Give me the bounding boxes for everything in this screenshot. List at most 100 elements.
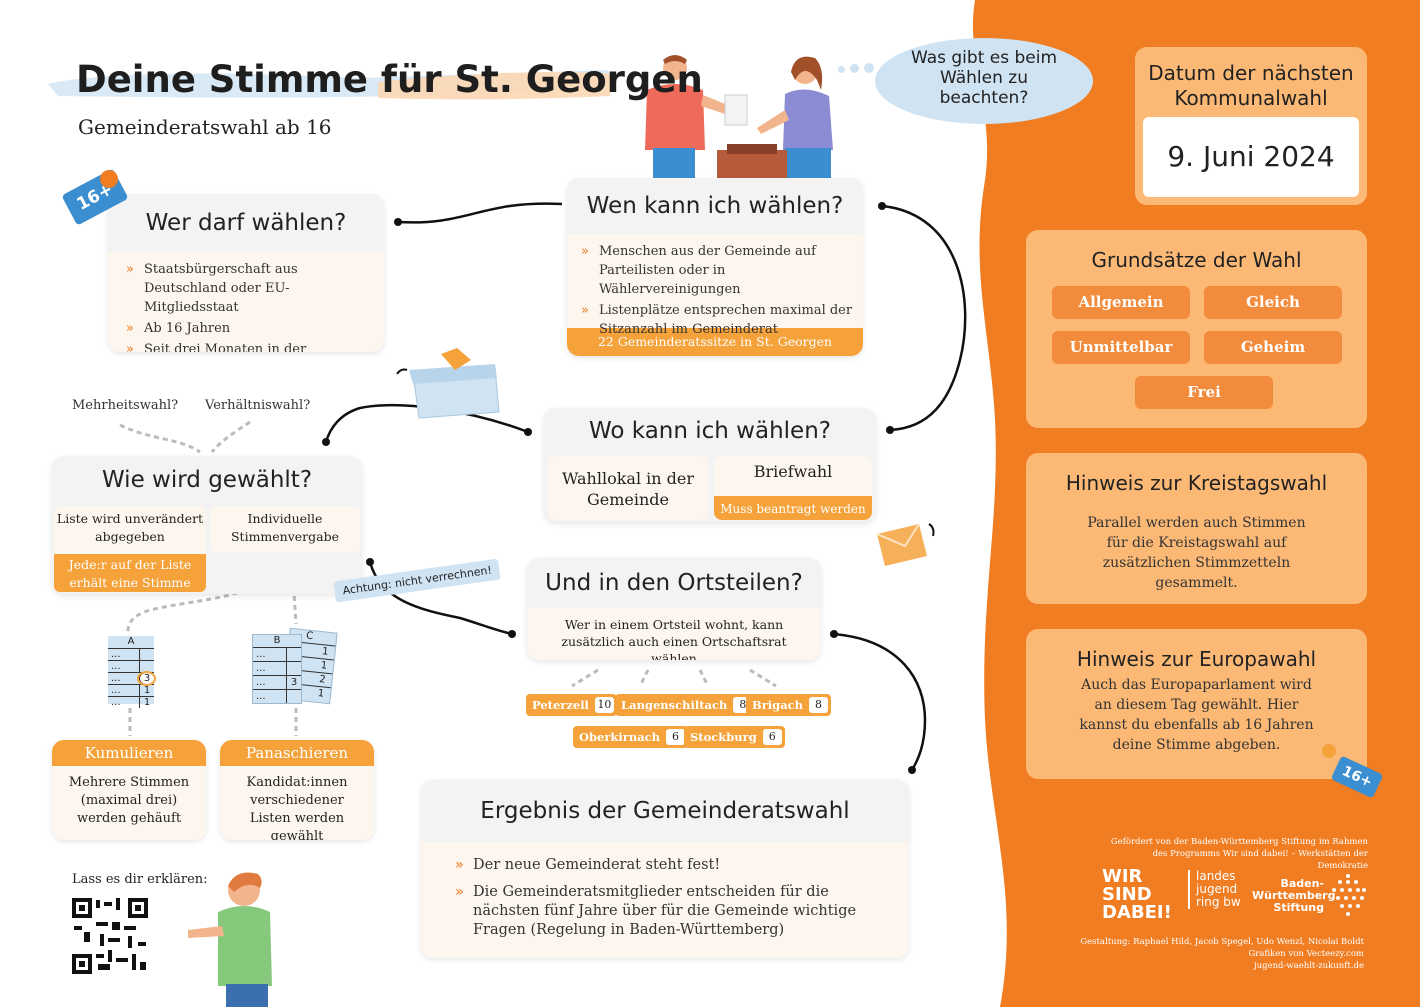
list-item: Menschen aus der Gemeinde auf Parteilist… <box>581 242 853 299</box>
district-tag-oberkirnach: Oberkirnach 6 <box>573 726 689 748</box>
presenter-illustration-icon <box>188 872 272 1007</box>
card-wen-kann-ich-waehlen: Wen kann ich wählen? Menschen aus der Ge… <box>567 178 863 356</box>
logo-text: ring bw <box>1196 895 1241 909</box>
logo-text: Württemberg <box>1252 889 1336 902</box>
ballot-vote <box>286 690 301 703</box>
principle-geheim: Geheim <box>1204 331 1342 364</box>
ballot-row: ... <box>256 691 266 702</box>
principle-frei: Frei <box>1135 376 1273 409</box>
card-panaschieren: Panaschieren Kandidat:innen verschiedene… <box>220 740 374 840</box>
page-title: Deine Stimme für St. Georgen <box>76 58 703 101</box>
ballot-row: ... <box>111 661 121 672</box>
qr-label: Lass es dir erklären: <box>72 872 208 887</box>
thought-dot <box>850 64 859 73</box>
option-liste-unveraendert: Liste wird unverändert abgegeben Jede:r … <box>54 506 206 592</box>
district-name: Oberkirnach <box>579 730 661 744</box>
ballot-vote-highlight: 3 <box>139 673 154 684</box>
ballot-row: ... <box>111 649 121 660</box>
card-title: Ergebnis der Gemeinderatswahl <box>421 780 909 842</box>
district-seats: 10 <box>594 697 614 713</box>
logo-bw-stiftung: Baden- Württemberg Stiftung <box>1252 877 1336 914</box>
europa-text: Auch das Europaparlament wird an diesem … <box>1079 677 1314 753</box>
list-item: Seit drei Monaten in der Gemeinde <box>126 340 370 352</box>
ballot-row: ... <box>111 673 121 684</box>
ballot-row: ... <box>256 677 266 688</box>
page-title-part1: Deine Stimme für <box>76 58 455 101</box>
list-item: Listenplätze entsprechen maximal der Sit… <box>581 301 853 339</box>
thought-dot <box>838 66 845 73</box>
ballot-row: ... <box>256 663 266 674</box>
card-title: Panaschieren <box>220 740 374 766</box>
ballot-row: ... <box>256 649 266 660</box>
district-name: Peterzell <box>532 698 589 712</box>
list-item: Staatsbürgerschaft aus Deutschland oder … <box>126 260 370 317</box>
kreistag-title: Hinweis zur Kreistagswahl <box>1065 471 1328 495</box>
date-title: Datum der nächsten Kommunalwahl <box>1148 61 1354 110</box>
ballot-a-icon: A ... ... ...3 ...1 ...1 <box>108 636 154 708</box>
card-text: Wer in einem Ortsteil wohnt, kann zusätz… <box>561 617 787 660</box>
page-subtitle: Gemeinderatswahl ab 16 <box>78 115 332 139</box>
card-kumulieren: Kumulieren Mehrere Stimmen (maximal drei… <box>52 740 206 840</box>
question-mehrheitswahl: Mehrheitswahl? <box>72 398 179 413</box>
district-tag-peterzell: Peterzell 10 <box>526 694 617 716</box>
logo-text: landes <box>1196 869 1236 883</box>
ballot-vote: 1 <box>139 697 154 708</box>
voters-illustration-icon <box>645 55 833 180</box>
district-name: Langenschiltach <box>621 698 728 712</box>
credits-line: Gestaltung: Raphael Hild, Jacob Spegel, … <box>1080 937 1364 947</box>
district-seats: 6 <box>666 729 686 745</box>
district-seats: 8 <box>809 697 829 713</box>
thought-dot <box>864 63 874 73</box>
card-title: Wen kann ich wählen? <box>567 178 863 234</box>
card-title: Wo kann ich wählen? <box>544 408 876 454</box>
card-kreistagswahl: Hinweis zur Kreistagswahl Parallel werde… <box>1026 453 1367 604</box>
card-date: Datum der nächsten Kommunalwahl 9. Juni … <box>1135 47 1367 205</box>
qr-code-icon[interactable] <box>72 898 148 974</box>
list-item: Ab 16 Jahren <box>126 319 370 338</box>
card-wer-darf-waehlen: Wer darf wählen? Staatsbürgerschaft aus … <box>108 194 384 352</box>
card-ergebnis: Ergebnis der Gemeinderatswahl Der neue G… <box>421 780 909 958</box>
briefwahl-note: Muss beantragt werden <box>714 496 872 520</box>
title-brush-stroke <box>48 70 614 100</box>
logo-text: Stiftung <box>1273 901 1324 914</box>
ballot-b-icon: B ... ... ...3 ... <box>252 634 302 704</box>
europa-title: Hinweis zur Europawahl <box>1076 647 1317 671</box>
district-name: Stockburg <box>690 730 757 744</box>
logo-text: jugend <box>1196 882 1238 896</box>
logo-text: Baden- <box>1280 877 1324 890</box>
ballot-label: A <box>127 636 135 647</box>
principle-unmittelbar: Unmittelbar <box>1052 331 1190 364</box>
ballot-vote <box>139 649 154 660</box>
logo-wir-sind-dabei: WIR SIND DABEI! <box>1102 866 1172 923</box>
envelope-icon <box>876 523 935 566</box>
card-title: Kumulieren <box>52 740 206 766</box>
card-text: Kandidat:innen verschiedener Listen werd… <box>246 775 348 840</box>
card-ortsteile: Und in den Ortsteilen? Wer in einem Orts… <box>527 558 821 660</box>
question-verhaeltniswahl: Verhältniswahl? <box>205 398 311 413</box>
principle-allgemein: Allgemein <box>1052 286 1190 319</box>
credits-line: Grafiken von Vecteezy.com <box>1248 949 1364 959</box>
pin-icon <box>1322 744 1336 758</box>
ballot-row: ... <box>111 697 121 708</box>
credits-link[interactable]: jugend-waehlt-zukunft.de <box>1253 961 1364 971</box>
ballot-vote: 3 <box>286 676 301 689</box>
page-title-part2: St. Georgen <box>454 58 703 101</box>
list-item: Der neue Gemeinderat steht fest! <box>455 856 885 875</box>
funding-note: Gefördert von der Baden-Württemberg Stif… <box>1110 837 1368 871</box>
card-wo-kann-ich-waehlen: Wo kann ich wählen? Wahllokal in der Gem… <box>544 408 876 522</box>
credits: Gestaltung: Raphael Hild, Jacob Spegel, … <box>1060 936 1364 972</box>
ballot-vote: 1 <box>139 685 154 696</box>
ballot-vote <box>139 661 154 672</box>
ballot-box-icon <box>396 348 500 419</box>
card-title: Und in den Ortsteilen? <box>527 558 821 608</box>
speech-bubble-text: Was gibt es beim Wählen zu beachten? <box>910 48 1058 108</box>
card-title: Wie wird gewählt? <box>52 456 362 504</box>
election-date: 9. Juni 2024 <box>1143 117 1359 197</box>
card-title: Wer darf wählen? <box>108 194 384 252</box>
ballot-vote <box>286 648 301 661</box>
option-note: Jede:r auf der Liste erhält eine Stimme <box>54 554 206 592</box>
card-wie-wird-gewaehlt: Wie wird gewählt? Liste wird unverändert… <box>52 456 362 594</box>
